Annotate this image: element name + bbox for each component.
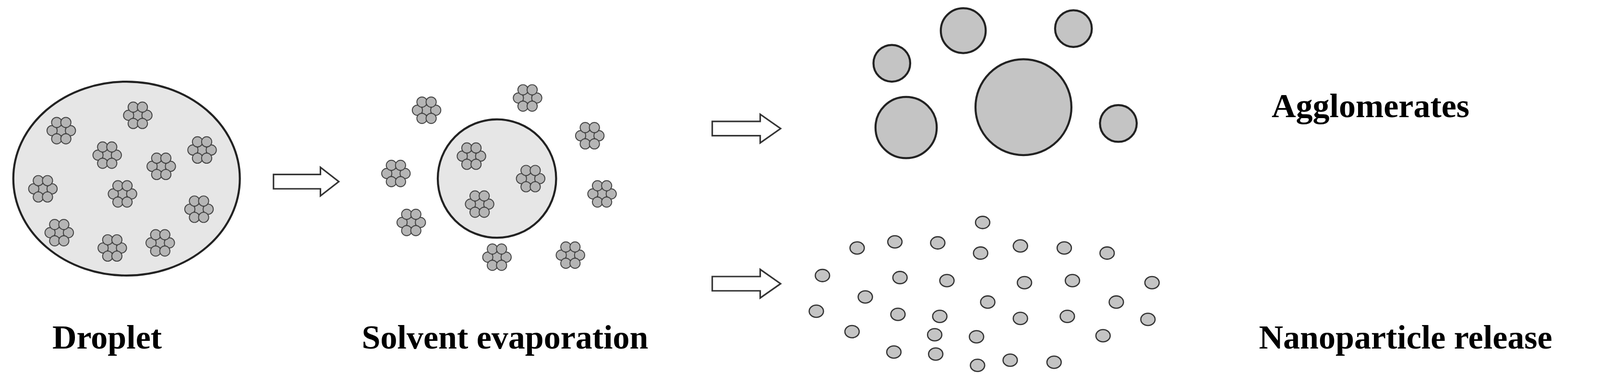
nanoparticle (1057, 241, 1072, 255)
particle-cluster (575, 122, 605, 149)
nanoparticle (1095, 329, 1111, 343)
nanoparticle (975, 216, 990, 229)
nanoparticle (927, 328, 942, 341)
process-arrow (712, 114, 781, 144)
process-arrow (712, 269, 781, 299)
particle-cluster (93, 141, 122, 169)
nanoparticle (1013, 239, 1028, 253)
particle-cluster (97, 234, 127, 262)
droplet (13, 81, 241, 276)
stage-label: Droplet (52, 318, 162, 356)
nanoparticle (1017, 276, 1032, 289)
nanoparticle (815, 269, 830, 282)
nanoparticle (932, 310, 948, 323)
particle-cluster (513, 84, 542, 111)
nanoparticle (850, 241, 865, 255)
particle-clusters (381, 84, 617, 271)
nanoparticle (930, 236, 946, 250)
particle-clusters (28, 102, 217, 262)
particle-cluster (457, 143, 486, 170)
nanoparticle (1144, 276, 1160, 289)
particle-cluster (45, 219, 74, 246)
nanoparticle (844, 325, 860, 338)
particle-cluster (28, 175, 58, 203)
stage-label: Agglomerates (1271, 87, 1470, 125)
nanoparticle (809, 305, 824, 318)
nanoparticle (1060, 310, 1075, 323)
nanoparticle (858, 290, 873, 304)
stage-label: Solvent evaporation (361, 318, 649, 356)
nanoparticle (1099, 246, 1115, 260)
particle-cluster (47, 117, 76, 144)
nanoparticle (970, 359, 985, 372)
nanoparticle (973, 246, 988, 260)
nanoparticle (1140, 313, 1155, 326)
particle-cluster (187, 136, 217, 164)
process-arrow (273, 167, 339, 197)
nanoparticle (1013, 312, 1028, 325)
particle-cluster (145, 229, 175, 256)
nanoparticle (1046, 356, 1062, 369)
particle-cluster (108, 180, 137, 207)
particle-cluster (146, 153, 176, 180)
nanoparticle (980, 295, 996, 309)
nanoparticle (1002, 354, 1018, 367)
nanoparticles (809, 216, 1160, 372)
nanoparticle (1065, 274, 1080, 288)
particle-cluster (184, 195, 214, 223)
shrinking-droplet (437, 119, 557, 239)
particle-cluster (123, 102, 153, 129)
particle-cluster (396, 209, 426, 236)
nanoparticle (928, 348, 943, 361)
particle-cluster (556, 241, 586, 269)
nanoparticle (887, 235, 903, 249)
particle-cluster (412, 96, 442, 124)
agglomerates (873, 8, 1137, 158)
nanoparticle (1109, 295, 1124, 309)
nanoparticle (886, 346, 902, 359)
particle-cluster (482, 243, 512, 271)
stage-label: Nanoparticle release (1258, 318, 1552, 356)
particle-cluster (516, 165, 546, 192)
particle-cluster (465, 190, 494, 217)
nanoparticle (969, 330, 984, 344)
particle-cluster (381, 160, 411, 187)
nanoparticle (939, 274, 955, 288)
nanoparticle (892, 271, 908, 284)
nanoparticle (890, 308, 906, 321)
particle-cluster (587, 180, 617, 207)
